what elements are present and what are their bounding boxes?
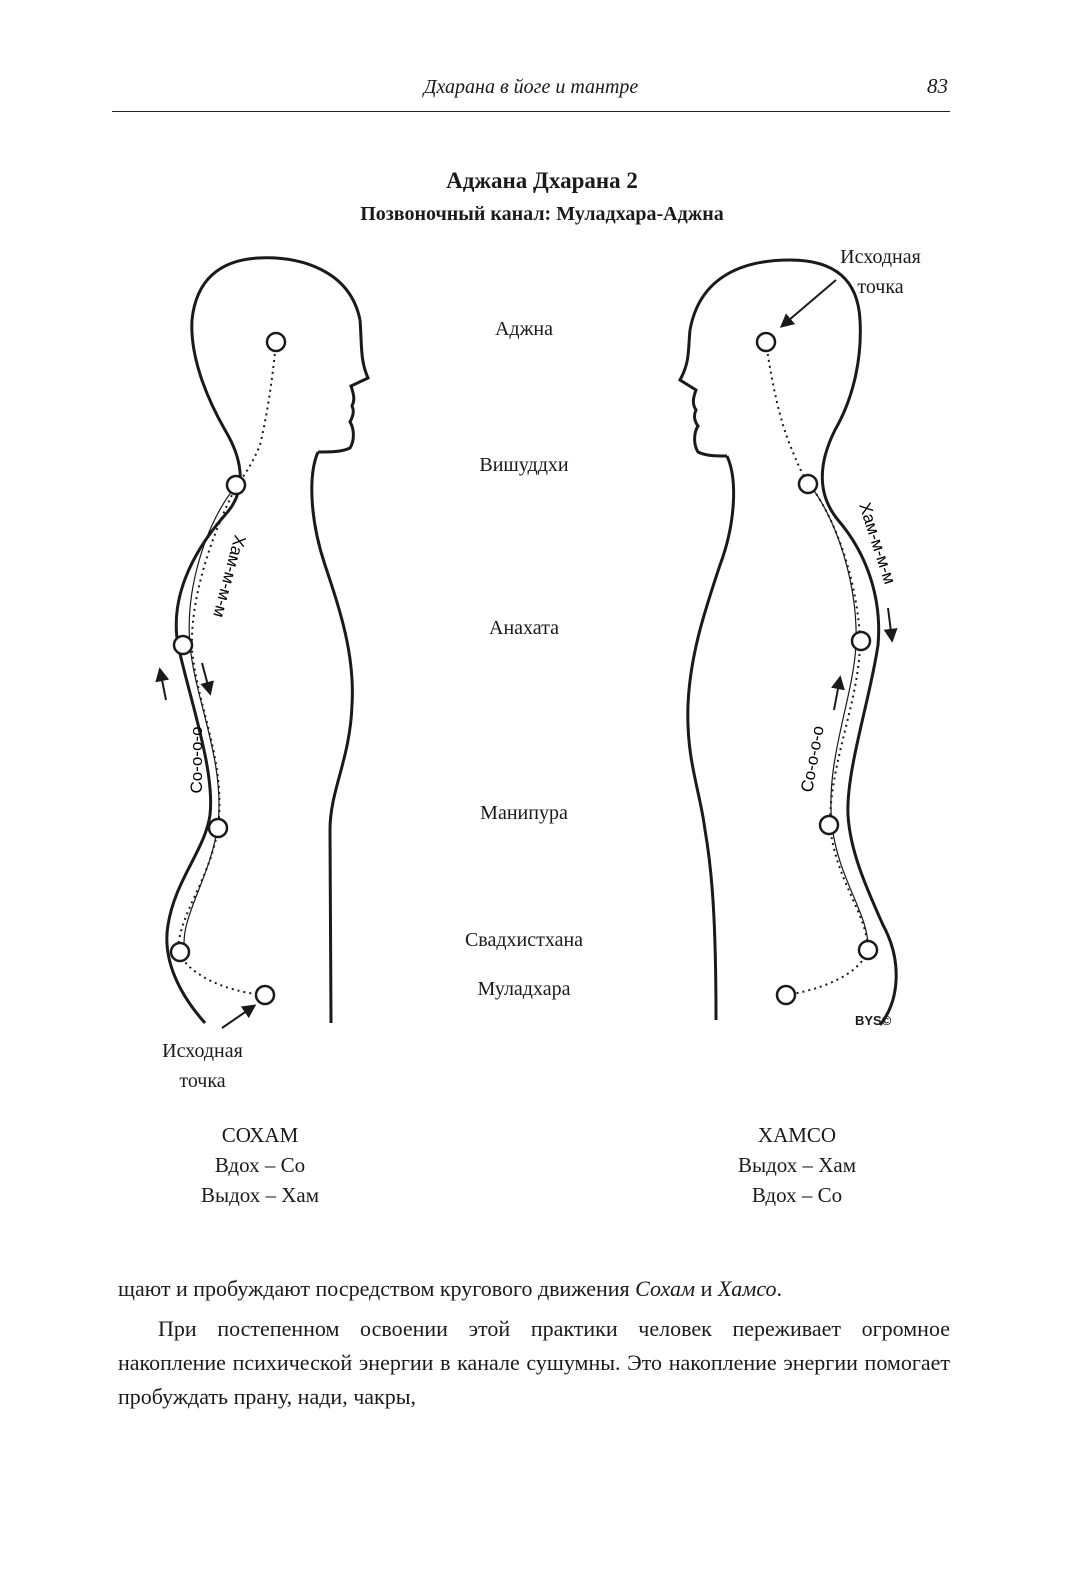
right-down-arrow — [883, 607, 898, 643]
left-dotted-channel — [176, 341, 277, 996]
left-face-outline — [317, 319, 370, 454]
left-chakra-point — [254, 984, 276, 1006]
chakra-label-ajna: Аджна — [494, 318, 554, 340]
chakra-label-vishuddhi: Вишуддхи — [479, 454, 569, 476]
right-start-label-line2: точка — [857, 276, 904, 298]
right-start-label-line1: Исходная — [840, 246, 921, 268]
right-start-arrow — [779, 279, 837, 328]
running-title: Дхарана в йоге и тантре — [423, 76, 639, 98]
left-start-arrow — [221, 1004, 257, 1029]
right-body-figure — [677, 258, 898, 1026]
right-body-front-outline — [686, 455, 736, 1021]
spinal-channel-diagram: Со-о-о-о Хам-м-м-м Со-о-о-о Хам-м-м-м — [155, 256, 899, 1029]
right-chakra-point — [755, 331, 777, 353]
running-header: Дхарана в йоге и тантре 83 — [112, 70, 950, 112]
right-spine-line — [809, 484, 869, 951]
right-face-outline — [677, 329, 728, 458]
body-text: щают и пробуждают посредством кругового … — [118, 1272, 950, 1414]
figure-subtitle: Позвоночный канал: Муладхара-Аджна — [360, 203, 724, 225]
right-chakra-point — [857, 939, 879, 961]
right-chakra-point — [797, 473, 819, 495]
left-chakra-point — [207, 817, 229, 839]
header-rule — [112, 111, 950, 112]
left-chakra-points — [169, 331, 287, 1006]
right-start-point-label: Исходная точка — [818, 242, 943, 302]
left-chakra-point — [225, 474, 247, 496]
p1-text-3: . — [776, 1276, 783, 1301]
p1-text-1: щают и пробуждают посредством кругового … — [118, 1276, 636, 1301]
right-chakra-point — [850, 630, 872, 652]
left-body-back-outline — [165, 256, 362, 1024]
p1-italic-sokham: Сохам — [635, 1276, 696, 1301]
right-body-back-outline — [688, 258, 898, 1026]
chakra-label-svadhisthana: Свадхистхана — [464, 929, 584, 951]
left-chakra-point — [169, 941, 191, 963]
right-caption-line1: Выдох – Хам — [737, 1153, 857, 1177]
left-down-arrow — [200, 662, 214, 696]
right-caption: ХАМСО Выдох – Хам Вдох – Со — [697, 1120, 897, 1210]
left-start-point-label: Исходная точка — [140, 1036, 265, 1096]
p1-italic-khamso: Хамсо — [717, 1276, 777, 1301]
chakra-label-muladhara: Муладхара — [477, 978, 571, 1000]
p1-text-2: и — [695, 1276, 718, 1301]
right-ascending-mantra: Со-о-о-о — [797, 724, 827, 793]
left-start-label-line1: Исходная — [162, 1040, 243, 1062]
copyright-mark: BYS© — [855, 1013, 892, 1028]
page-number: 83 — [927, 74, 948, 98]
right-caption-line2: Вдох – Со — [751, 1183, 843, 1207]
left-spine-line — [183, 486, 236, 953]
paragraph-1: щают и пробуждают посредством кругового … — [118, 1272, 950, 1306]
left-body-figure — [165, 256, 370, 1024]
right-chakra-point — [775, 984, 797, 1006]
left-caption-line2: Выдох – Хам — [200, 1183, 320, 1207]
left-up-arrow — [155, 667, 170, 701]
left-chakra-point — [265, 331, 287, 353]
right-up-arrow — [831, 675, 845, 711]
right-chakra-points — [755, 331, 879, 1006]
right-chakra-point — [818, 814, 840, 836]
chakra-label-anahata: Анахата — [489, 617, 559, 639]
left-caption: СОХАМ Вдох – Со Выдох – Хам — [160, 1120, 360, 1210]
chakra-label-manipura: Манипура — [480, 802, 568, 824]
paragraph-2: При постепенном освоении этой практики ч… — [118, 1316, 950, 1409]
left-body-front-outline — [310, 451, 354, 1024]
right-caption-title: ХАМСО — [757, 1123, 837, 1147]
right-descending-mantra: Хам-м-м-м — [855, 500, 899, 586]
left-descending-mantra: Хам-м-м-м — [209, 533, 249, 620]
left-chakra-point — [172, 634, 194, 656]
left-caption-title: СОХАМ — [221, 1123, 299, 1147]
left-caption-line1: Вдох – Со — [214, 1153, 306, 1177]
figure-title: Аджана Дхарана 2 — [446, 168, 638, 193]
left-ascending-mantra: Со-о-о-о — [187, 726, 206, 793]
left-start-label-line2: точка — [179, 1070, 226, 1092]
